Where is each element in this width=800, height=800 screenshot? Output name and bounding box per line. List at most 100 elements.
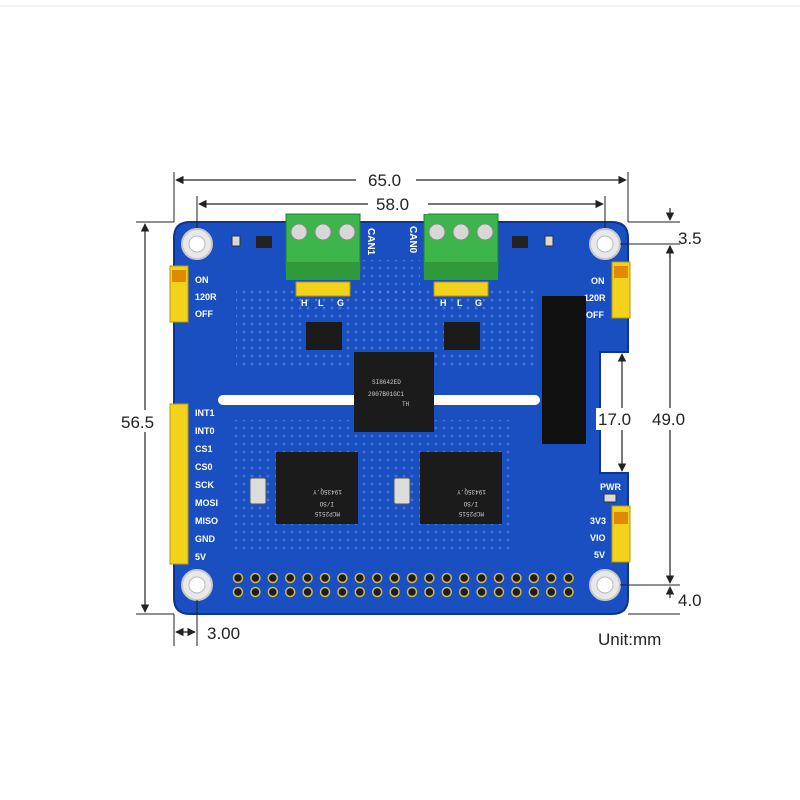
power-select-label-5v: 5V — [594, 550, 605, 560]
can1-pin-header — [295, 281, 351, 297]
gpio-hole — [319, 572, 331, 584]
hole-spacing-width-label: 58.0 — [376, 195, 409, 214]
power-select-label-vio: VIO — [590, 533, 606, 543]
crystal-right — [393, 477, 411, 505]
can1-terminal-block — [285, 213, 361, 280]
gpio-hole — [389, 572, 400, 584]
gpio-hole — [337, 586, 348, 598]
can0-label: CAN0 — [407, 226, 418, 254]
header-label-5v: 5V — [195, 552, 206, 562]
gpio-hole — [476, 586, 487, 598]
smd-transistor — [512, 236, 528, 248]
right-jumper-label-on: ON — [591, 276, 605, 286]
isolator-chip-text-3: TH — [402, 401, 410, 408]
gpio-hole — [493, 572, 505, 584]
can1-pin-h: H — [301, 298, 308, 308]
gpio-hole — [389, 586, 400, 598]
gpio-hole — [354, 586, 366, 598]
gpio-hole — [493, 586, 505, 598]
gpio-hole — [319, 586, 331, 598]
right-termination-jumper[interactable] — [611, 261, 631, 319]
header-label-mosi: MOSI — [195, 498, 218, 508]
unit-label: Unit:mm — [598, 630, 661, 649]
smd-led — [544, 235, 554, 247]
can1-pin-l: L — [318, 298, 324, 308]
gpio-hole — [545, 586, 557, 598]
spi-pin-header[interactable] — [169, 403, 189, 565]
isolator-chip — [354, 352, 434, 432]
header-label-sck: SCK — [195, 480, 215, 490]
gpio-hole — [250, 586, 261, 598]
power-led — [603, 493, 617, 503]
gpio-hole — [267, 572, 279, 584]
gpio-hole — [441, 572, 453, 584]
isolator-chip-text-2: 2007B01GC1 — [368, 391, 404, 398]
gpio-hole — [232, 572, 244, 584]
can1-label: CAN1 — [365, 228, 376, 256]
can0-pin-l: L — [457, 298, 463, 308]
mounting-hole-bottom-left — [181, 569, 213, 601]
left-jumper-label-on: ON — [195, 275, 209, 285]
overall-height-label: 56.5 — [121, 413, 154, 432]
gpio-hole — [563, 586, 574, 598]
transceiver-chip-left — [306, 322, 342, 350]
can-controller-left-text-2: I/SO — [319, 500, 334, 507]
gpio-hole — [406, 586, 418, 598]
gpio-hole — [354, 572, 366, 584]
left-jumper-label-120r: 120R — [195, 292, 217, 302]
header-label-int1: INT1 — [195, 408, 215, 418]
gpio-hole — [406, 572, 418, 584]
can0-terminal-block — [423, 213, 499, 280]
smd-transistor — [256, 236, 272, 248]
gpio-hole — [267, 586, 279, 598]
hole-spacing-height-label: 49.0 — [652, 410, 685, 429]
top-offset-label: 3.5 — [678, 229, 702, 248]
gpio-hole — [284, 572, 296, 584]
gpio-hole — [284, 586, 296, 598]
header-label-int0: INT0 — [195, 426, 215, 436]
gpio-hole — [441, 586, 453, 598]
smd-led — [231, 235, 241, 247]
overall-width-label: 65.0 — [368, 171, 401, 190]
left-offset-label: 3.00 — [207, 624, 240, 643]
mounting-hole-bottom-right — [589, 569, 621, 601]
left-termination-jumper[interactable] — [169, 265, 189, 323]
transceiver-chip-right — [444, 322, 480, 350]
can0-pin-g: G — [475, 298, 482, 308]
mounting-hole-top-right — [589, 228, 621, 260]
gpio-hole — [371, 572, 383, 584]
can-controller-left-text-1: MCP2515 — [314, 510, 340, 517]
power-select-jumper[interactable] — [611, 505, 631, 563]
gpio-hole — [232, 586, 244, 598]
can-controller-chip-left — [276, 452, 358, 524]
gpio-hole — [511, 586, 522, 598]
gpio-hole — [458, 586, 470, 598]
cutout-height-label: 17.0 — [598, 410, 631, 429]
gpio-hole — [424, 586, 435, 598]
crystal-left — [249, 477, 267, 505]
can1-pin-g: G — [337, 298, 344, 308]
can-controller-right-text-1: MCP2515 — [458, 510, 484, 517]
isolated-power-module — [542, 296, 586, 444]
isolator-chip-text-1: SI8642ED — [372, 379, 401, 386]
gpio-hole — [337, 572, 348, 584]
gpio-hole — [511, 572, 522, 584]
gpio-hole — [302, 586, 313, 598]
gpio-hole — [424, 572, 435, 584]
can0-pin-header — [433, 281, 489, 297]
mounting-hole-top-left — [181, 228, 213, 260]
gpio-hole — [458, 572, 470, 584]
header-label-cs0: CS0 — [195, 462, 213, 472]
gpio-hole — [476, 572, 487, 584]
gpio-hole — [563, 572, 574, 584]
gpio-header-holes — [232, 572, 574, 598]
can0-pin-h: H — [440, 298, 447, 308]
bottom-offset-label: 4.0 — [678, 591, 702, 610]
left-jumper-label-off: OFF — [195, 309, 213, 319]
gpio-hole — [528, 572, 540, 584]
header-label-cs1: CS1 — [195, 444, 213, 454]
right-jumper-label-off: OFF — [586, 310, 604, 320]
gpio-hole — [528, 586, 540, 598]
can-controller-left-text-3: 19435Q.Y — [313, 488, 342, 495]
